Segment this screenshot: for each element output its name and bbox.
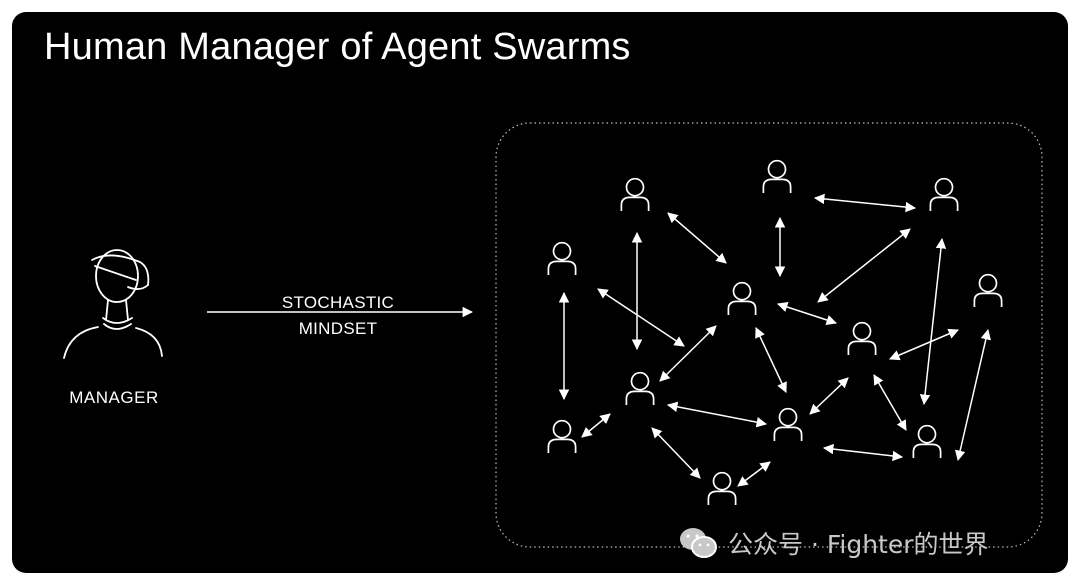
connection-arrow <box>666 401 768 428</box>
agent-person-icon <box>762 159 792 194</box>
connection-arrow <box>813 193 917 213</box>
swarm-connections <box>558 193 991 487</box>
connection-arrow <box>777 301 837 326</box>
connection-arrow <box>737 461 771 487</box>
connection-arrow <box>919 237 947 406</box>
wechat-icon <box>680 528 717 558</box>
arrow-label: STOCHASTIC MINDSET <box>248 290 428 342</box>
connection-arrow <box>955 328 991 462</box>
connection-arrow <box>581 413 611 438</box>
connection-arrow <box>651 427 701 479</box>
agent-person-icon <box>773 407 803 442</box>
connection-arrow <box>667 212 727 264</box>
arrow-label-line2: MINDSET <box>298 319 378 338</box>
connection-arrow <box>755 327 787 393</box>
watermark: 公众号 · Fighter的世界 <box>678 525 989 561</box>
connection-arrow <box>889 328 959 361</box>
connection-arrow <box>659 325 717 382</box>
swarm-container <box>495 122 1043 548</box>
agent-person-icon <box>727 281 757 316</box>
connection-arrow <box>809 377 849 415</box>
agent-person-icon <box>847 321 877 356</box>
agent-person-icon <box>707 471 737 506</box>
agent-person-icon <box>547 241 577 276</box>
manager-figure-icon <box>63 249 163 359</box>
arrow-label-line1: STOCHASTIC <box>281 293 395 312</box>
connection-arrow <box>597 288 685 347</box>
swarm-diagram <box>63 122 1043 548</box>
agent-person-icon <box>547 419 577 454</box>
slide: Human Manager of Agent Swarms MANA <box>12 12 1068 573</box>
watermark-text: 公众号 · Fighter的世界 <box>728 530 989 559</box>
manager-label: MANAGER <box>69 388 159 407</box>
agent-person-icon <box>912 424 942 459</box>
agent-person-icon <box>973 273 1003 308</box>
connection-arrow <box>822 443 904 462</box>
agent-person-icon <box>625 371 655 406</box>
agent-person-icon <box>620 177 650 212</box>
connection-arrow <box>817 228 911 303</box>
agent-person-icon <box>929 177 959 212</box>
page-title: Human Manager of Agent Swarms <box>44 26 631 68</box>
connection-arrow <box>873 374 907 431</box>
swarm-agents <box>547 159 1003 506</box>
